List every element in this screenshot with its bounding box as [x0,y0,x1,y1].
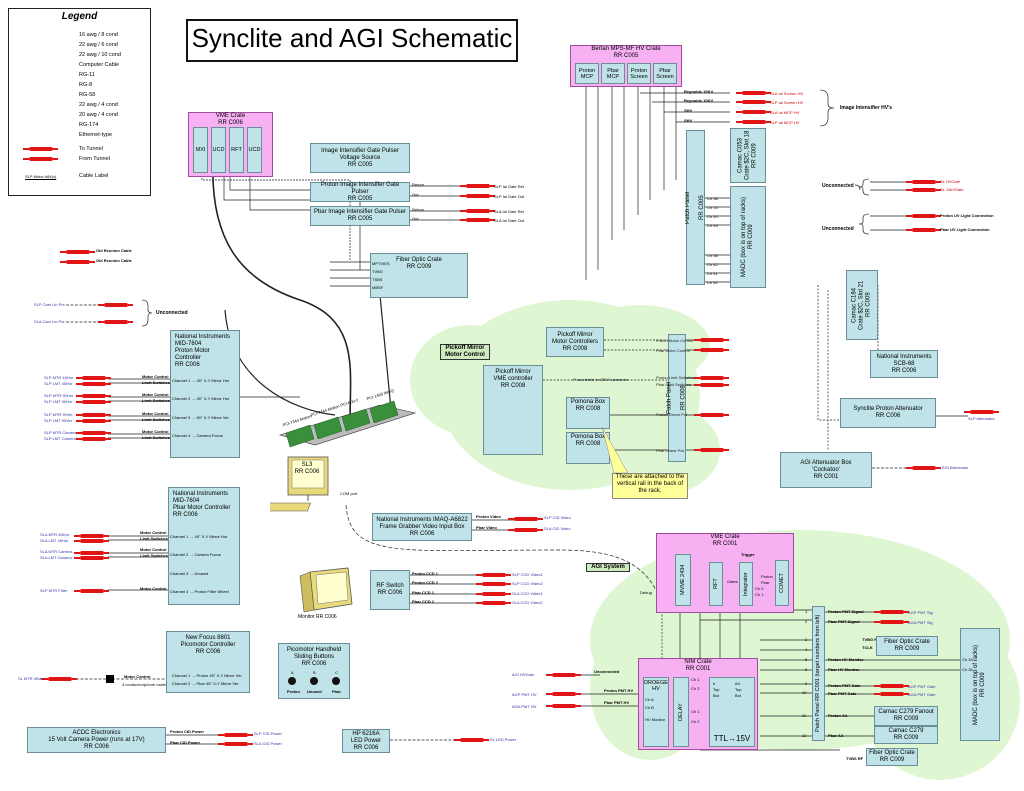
cable-plug [460,194,495,198]
legend-item: 22 awg / 10 cond [79,52,121,58]
agi-attenuator-box: AGI Attenuator Box'Cockatoo'RR C001 [780,452,872,488]
cable-plug [460,218,495,222]
vme-module: MXI [193,127,208,173]
legend-item: To Tunnel [19,144,149,154]
legend-item: 22 awg / 6 cond [79,42,118,48]
legend: Legend 16 awg / 8 cond 22 awg / 6 cond 2… [8,8,151,196]
madc-bottom: MADC (box is on top of racks)RR C009 [960,628,1000,741]
monitor-icon [299,567,353,613]
vme-module: RFT [229,127,244,173]
vme-module: UCD [211,127,226,173]
patch-panel-rr-c008: Patch Panel RR C008 [667,334,687,462]
legend-item: From Tunnel [19,154,149,164]
patch-panel-rr-c005: Patch Panel RR C005 [685,130,705,285]
legend-item: 20 awg / 4 cond [79,112,118,118]
picomotor-button-b[interactable] [310,677,318,685]
sl3-computer-icon [270,456,329,512]
madc-top: MADC (box is on top of racks)RR C009 [730,186,766,288]
legend-item: Computer Cable [19,60,149,70]
legend-item: RG-11 [79,72,95,78]
patch-panel-rr-c001: Patch Panel RR C001 (target numbers from… [812,606,825,741]
picomotor-button-c[interactable] [332,677,340,685]
legend-item: RG-8 [79,82,93,88]
legend-item: 22 awg / 4 cond [79,102,118,108]
legend-title: Legend [61,11,98,22]
vme-module: UCD [247,127,262,173]
rack-note: These are attached to the vertical rail … [612,473,688,499]
cable-plug [460,209,495,213]
legend-item: 16 awg / 8 cond [79,32,118,38]
pickoff-mirror-motor-control-label: Pickoff Mirror Motor Control [440,344,490,360]
legend-item: SLP Motor #84(x)Cable Label [25,173,109,179]
legend-item: Ethernet-type [79,132,113,138]
cable-plug [460,184,495,188]
agi-system-label: AGI System [586,563,630,572]
pci-cards [278,400,417,448]
legend-item: RG-58 [79,92,96,98]
page-title: Synclite and AGI Schematic [186,19,518,62]
legend-item: RG-174 [79,122,99,128]
picomotor-button-a[interactable] [288,677,296,685]
